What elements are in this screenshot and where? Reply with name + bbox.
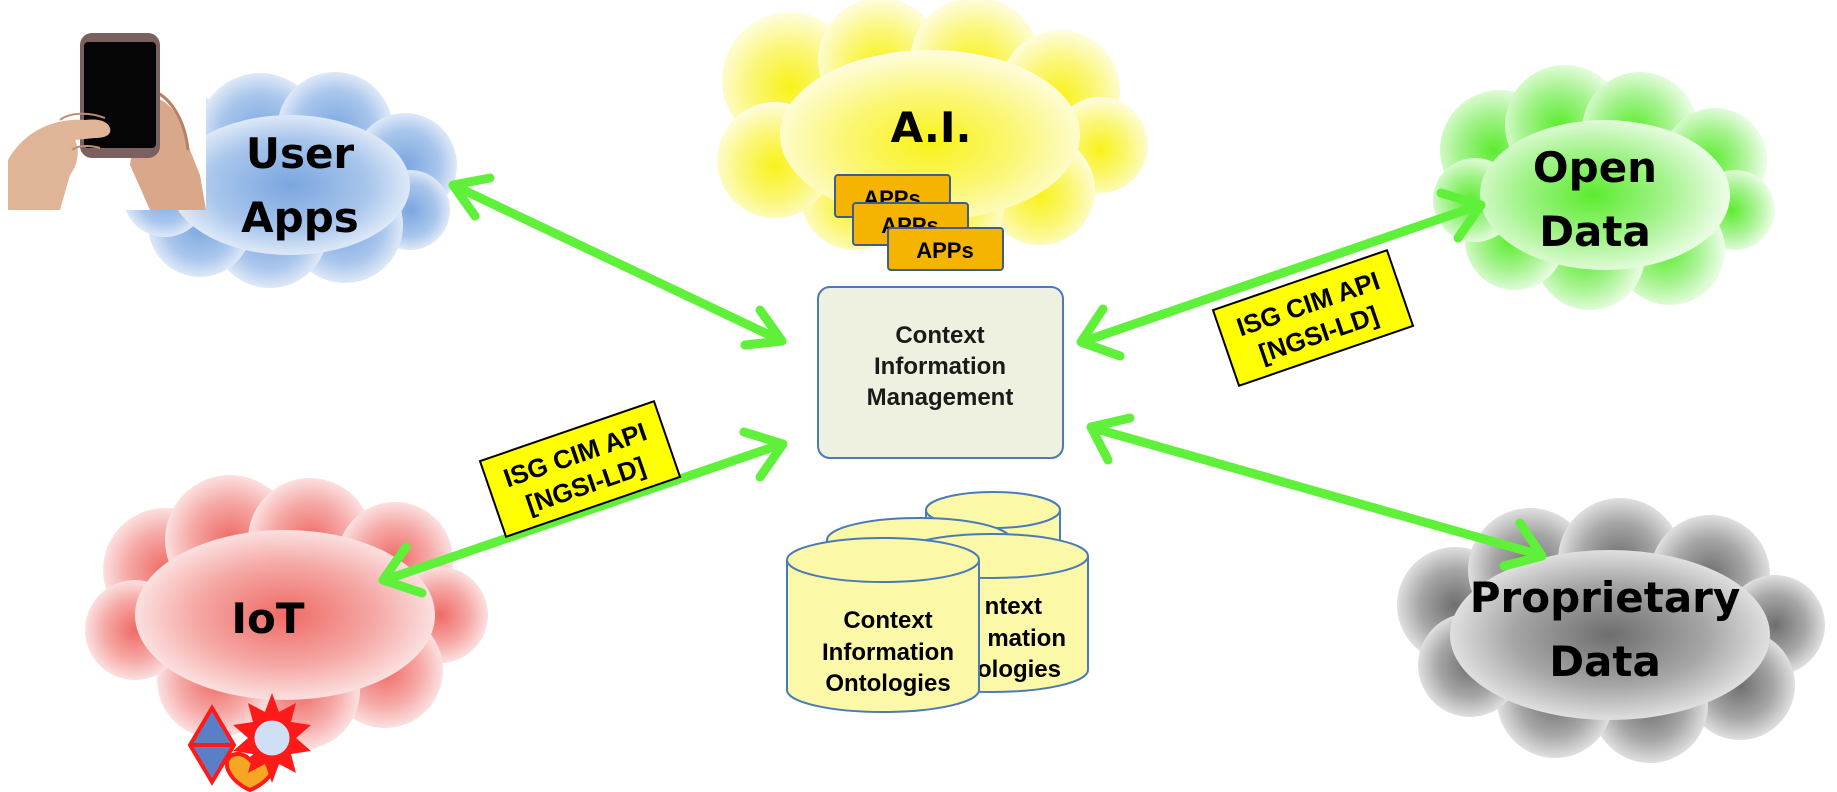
user-apps-title-line2: Apps [241, 193, 359, 242]
ai-cloud [717, 0, 1148, 260]
open-data-title-line1: Open [1533, 143, 1657, 192]
arrow-user-apps [450, 181, 785, 345]
app-card: APPs [887, 227, 1004, 271]
app-card-label: APPs [916, 238, 973, 263]
arrowhead [1436, 188, 1486, 243]
proprietary-data-title-line2: Data [1549, 637, 1661, 686]
cim-line3: Management [867, 384, 1014, 411]
smartphone-in-hands-icon [8, 33, 206, 210]
ontology-back-line1: ntext [985, 593, 1042, 620]
arrows [378, 173, 1547, 598]
arrowhead [1086, 413, 1135, 465]
arrow-iot [380, 439, 787, 585]
ontology-front-line1: Context [843, 607, 932, 634]
arrowhead [1076, 304, 1125, 361]
arrow-open-data [1077, 200, 1485, 347]
ontology-front-line2: Information [822, 639, 954, 666]
ai-title: A.I. [891, 103, 972, 152]
arrow-proprietary [1088, 423, 1545, 560]
proprietary-data-title-line1: Proprietary [1470, 573, 1741, 622]
arrowhead [1499, 518, 1547, 571]
api-label-right: ISG CIM API [NGSI-LD] [1211, 248, 1415, 388]
context-information-management-box: Context Information Management [817, 286, 1064, 459]
ontology-back-line3: ologies [977, 656, 1061, 683]
arrowhead [448, 173, 495, 221]
ontology-front-line3: Ontologies [825, 670, 950, 697]
iot-title: IoT [231, 594, 304, 643]
ontology-databases: ntext mation ologies Context Information… [786, 491, 1089, 713]
arrowhead [378, 542, 427, 598]
user-apps-title-line1: User [246, 129, 355, 178]
arrowhead [739, 427, 788, 482]
cim-line2: Information [874, 353, 1006, 380]
cim-line1: Context [895, 322, 984, 349]
proprietary-data-cloud [1397, 498, 1825, 763]
database-cylinder-front: Context Information Ontologies [786, 537, 980, 713]
arrowhead [740, 305, 787, 350]
apps-stack: APPs APPs APPs [834, 174, 1004, 271]
ontology-back-line2: mation [987, 625, 1066, 652]
open-data-title-line2: Data [1539, 207, 1651, 256]
sensor-sun-heart-icon [187, 693, 311, 792]
